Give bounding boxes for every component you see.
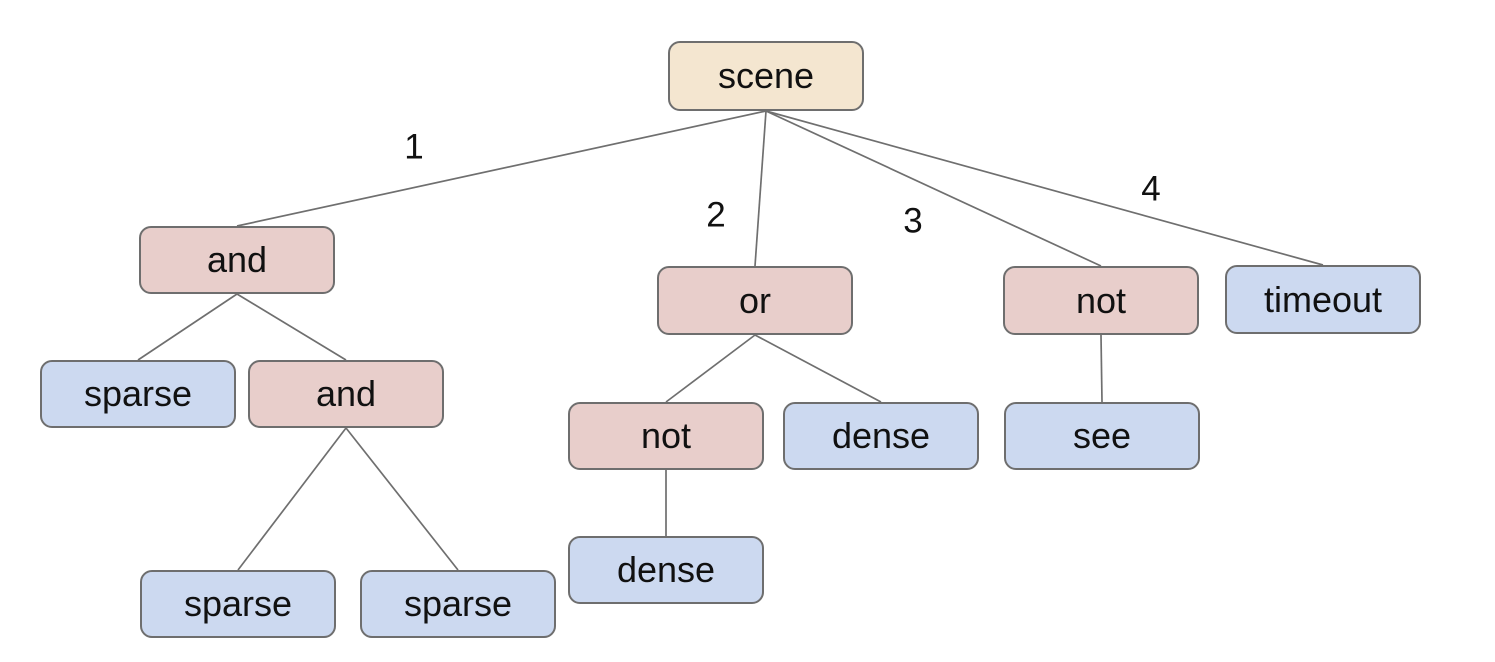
tree-node-not-2: not xyxy=(568,402,764,470)
tree-node-and-2: and xyxy=(248,360,444,428)
tree-node-and-1: and xyxy=(139,226,335,294)
tree-edge-scene-and-1 xyxy=(236,110,767,227)
edge-label-4: 4 xyxy=(1141,169,1161,209)
tree-node-sparse-2: sparse xyxy=(140,570,336,638)
tree-edge-not-1-see-1 xyxy=(1100,334,1103,403)
tree-edge-and-1-and-2 xyxy=(236,293,347,361)
tree-node-see-1: see xyxy=(1004,402,1200,470)
tree-edge-and-2-sparse-2 xyxy=(237,427,347,571)
tree-node-dense-1: dense xyxy=(783,402,979,470)
tree-node-sparse-1: sparse xyxy=(40,360,236,428)
tree-node-dense-2: dense xyxy=(568,536,764,604)
tree-node-scene: scene xyxy=(668,41,864,111)
edge-label-3: 3 xyxy=(903,201,923,241)
tree-node-not-1: not xyxy=(1003,266,1199,335)
edge-label-2: 2 xyxy=(706,195,726,235)
tree-edge-and-1-sparse-1 xyxy=(137,293,238,361)
tree-edge-scene-not-1 xyxy=(765,110,1102,267)
tree-edge-or-1-not-2 xyxy=(665,334,756,403)
tree-node-sparse-3: sparse xyxy=(360,570,556,638)
tree-edge-scene-timeout-1 xyxy=(765,110,1324,266)
tree-node-timeout-1: timeout xyxy=(1225,265,1421,334)
tree-node-or-1: or xyxy=(657,266,853,335)
tree-edge-or-1-dense-1 xyxy=(754,334,882,403)
edge-label-1: 1 xyxy=(404,127,424,167)
tree-edge-and-2-sparse-3 xyxy=(345,427,459,571)
tree-edge-scene-or-1 xyxy=(754,110,767,267)
